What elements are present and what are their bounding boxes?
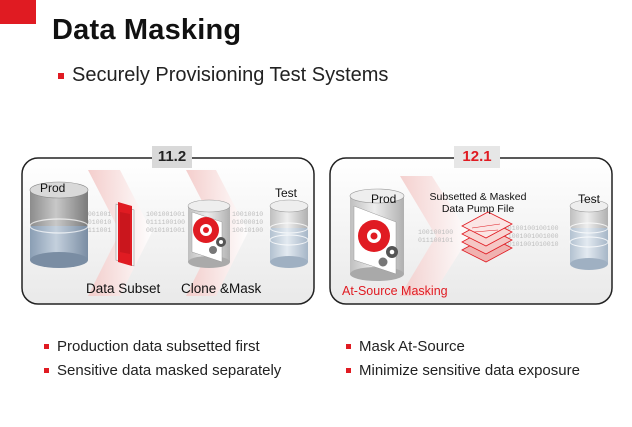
bullet-marker [58, 72, 64, 79]
prod-masking-icon [349, 188, 405, 281]
svg-text:0111100100: 0111100100 [146, 219, 185, 226]
list-item: Minimize sensitive data exposure [346, 358, 580, 382]
svg-text:0010101001: 0010101001 [146, 227, 185, 234]
subtitle-text: Securely Provisioning Test Systems [72, 64, 389, 86]
bullet-list-left: Production data subsetted first Sensitiv… [44, 334, 281, 382]
slide-accent-bar [0, 0, 36, 24]
test-database-icon-right [569, 199, 609, 270]
svg-text:011100101: 011100101 [418, 237, 453, 244]
list-item-text: Mask At-Source [359, 337, 465, 355]
left-version-badge [152, 146, 192, 168]
list-item: Production data subsetted first [44, 334, 281, 358]
bullet-marker [44, 367, 49, 373]
slide-subtitle: Securely Provisioning Test Systems [58, 64, 388, 87]
svg-text:1001001001: 1001001001 [146, 211, 185, 218]
right-version-badge [454, 146, 500, 168]
list-item-text: Production data subsetted first [57, 337, 260, 355]
svg-text:011001001001000: 011001001001000 [500, 233, 559, 240]
right-arrow [400, 176, 470, 296]
svg-text:100101001010010: 100101001010010 [500, 241, 559, 248]
data-pump-file-label: Subsetted & Masked Data Pump File [429, 191, 527, 215]
list-item: Mask At-Source [346, 334, 580, 358]
svg-text:1001001: 1001001 [84, 211, 111, 218]
svg-text:0010010: 0010010 [84, 219, 111, 226]
clone-mask-icon [187, 199, 231, 268]
slide-title: Data Masking [52, 14, 242, 46]
prod-database-icon [29, 181, 89, 268]
bullet-list-right: Mask At-Source Minimize sensitive data e… [346, 334, 580, 382]
at-source-masking-label: At-Source Masking [342, 284, 448, 298]
svg-text:100100100100100: 100100100100100 [500, 225, 559, 232]
svg-text:10010010: 10010010 [232, 211, 263, 218]
svg-text:100100100: 100100100 [418, 229, 453, 236]
bullet-marker [346, 343, 351, 349]
svg-text:10010100: 10010100 [232, 227, 263, 234]
right-prod-label: Prod [371, 192, 397, 206]
left-version-label: 11.2 [157, 148, 187, 165]
left-prod-label: Prod [40, 181, 66, 195]
bullet-marker [346, 367, 351, 373]
clone-mask-label: Clone &Mask [181, 281, 262, 296]
right-version-label: 12.1 [462, 148, 492, 165]
data-pump-file-icon [461, 211, 513, 263]
left-test-label: Test [275, 186, 298, 200]
test-database-icon-left [269, 199, 309, 268]
list-item-text: Minimize sensitive data exposure [359, 361, 580, 379]
data-subset-label: Data Subset [86, 281, 161, 296]
subset-icon [115, 202, 135, 267]
right-test-label: Test [578, 192, 601, 206]
svg-text:01000010: 01000010 [232, 219, 263, 226]
left-arrow-2 [186, 170, 248, 296]
svg-text:0111001: 0111001 [84, 227, 111, 234]
bullet-marker [44, 343, 49, 349]
list-item: Sensitive data masked separately [44, 358, 281, 382]
list-item-text: Sensitive data masked separately [57, 361, 282, 379]
